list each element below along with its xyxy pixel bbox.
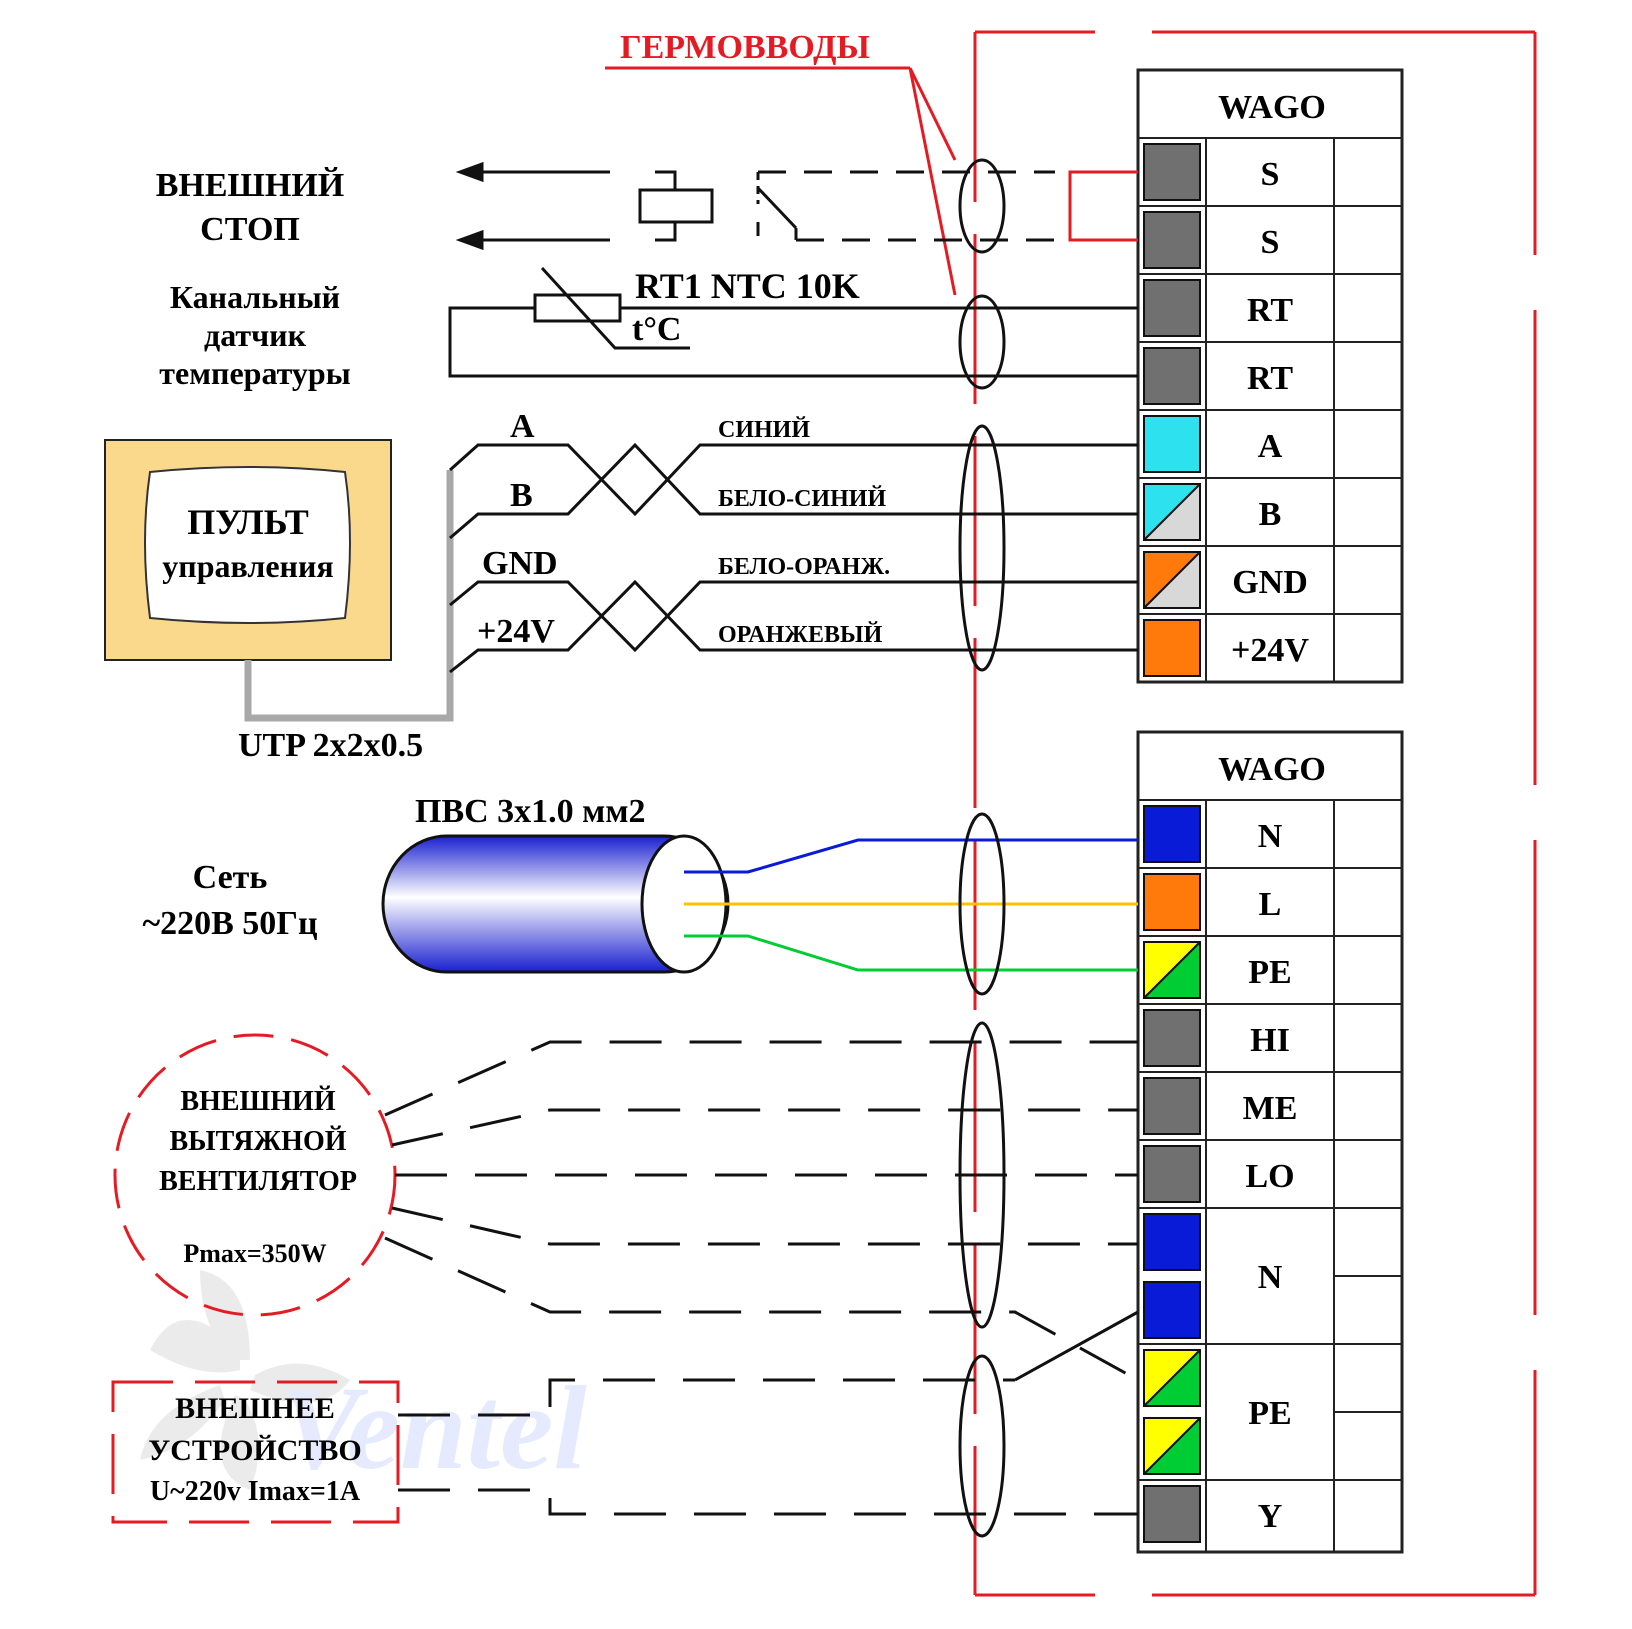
terminal-lo: [1143, 1145, 1201, 1203]
terminal-pe2b: [1143, 1417, 1201, 1475]
terminal-pe: [1143, 941, 1201, 999]
block2-label-n: N: [1258, 818, 1283, 855]
terminal-a: [1143, 415, 1201, 473]
wire-24-color: ОРАНЖЕВЫЙ: [718, 622, 883, 648]
block2-label-lo: LO: [1245, 1158, 1294, 1195]
terminal-s2: [1143, 211, 1201, 269]
block2-label-pe: PE: [1248, 954, 1291, 991]
terminal-n2a: [1143, 1213, 1201, 1271]
utp-cable: [244, 470, 454, 722]
block1-label-gnd: GND: [1232, 564, 1308, 601]
ext-stop-label-1: ВНЕШНИЙ: [156, 167, 344, 204]
sensor-model: RT1 NTC 10K: [635, 266, 860, 306]
block1-label-s1: S: [1261, 156, 1280, 193]
block1-label-24v: +24V: [1231, 632, 1309, 669]
temp-sensor-circuit: [448, 266, 1138, 378]
wire-a-color: СИНИЙ: [718, 417, 810, 443]
external-stop-circuit: [480, 170, 1138, 242]
fan-label-4: Pmax=350W: [183, 1239, 326, 1268]
panel-label-2: управления: [162, 548, 333, 584]
pvs-label: ПВС 3x1.0 мм2: [415, 793, 646, 830]
fan-label-1: ВНЕШНИЙ: [180, 1086, 335, 1117]
wago-block-2: WAGO N L PE HI ME LO: [1136, 730, 1404, 1554]
terminal-24v: [1143, 619, 1201, 677]
mains-label-2: ~220В 50Гц: [142, 905, 317, 942]
terminal-s1: [1143, 143, 1201, 201]
ventel-watermark: Ventel: [140, 1270, 587, 1494]
ext-stop-label-2: СТОП: [200, 211, 300, 248]
terminal-b: [1143, 483, 1201, 541]
terminal-n: [1143, 805, 1201, 863]
terminal-hi: [1143, 1009, 1201, 1067]
enclosure-outline: [973, 30, 1537, 1597]
wago-block-1: WAGO S S RT RT A B GND +24V: [1136, 68, 1404, 684]
mains-wires: [684, 838, 1138, 972]
mains-cable: [381, 834, 730, 974]
arrow-icon: [455, 161, 555, 251]
signal-a: A: [510, 408, 535, 445]
block2-header: WAGO: [1218, 751, 1326, 788]
device-label-2: УСТРОЙСТВО: [148, 1434, 362, 1467]
fan-label-2: ВЫТЯЖНОЙ: [169, 1126, 346, 1157]
block1-header: WAGO: [1218, 89, 1326, 126]
device-label-3: U~220v Imax=1A: [150, 1476, 361, 1507]
terminal-rt2: [1143, 347, 1201, 405]
wire-gnd-color: БЕЛО-ОРАНЖ.: [718, 554, 890, 580]
block1-label-rt1: RT: [1247, 292, 1293, 329]
panel-label-1: ПУЛЬТ: [187, 502, 309, 542]
signal-gnd: GND: [482, 545, 558, 582]
title-leaders: [605, 66, 957, 296]
device-wires: [398, 1378, 1138, 1516]
fan-label-3: ВЕНТИЛЯТОР: [159, 1166, 357, 1197]
fan-wires: [384, 1040, 1139, 1382]
block2-label-l: L: [1259, 886, 1282, 923]
mains-label-1: Сеть: [193, 859, 268, 896]
terminal-pe2a: [1143, 1349, 1201, 1407]
block2-label-n2: N: [1258, 1259, 1283, 1296]
temp-label-2: датчик: [204, 317, 307, 353]
signal-b: B: [510, 477, 533, 514]
block2-label-me: ME: [1243, 1090, 1298, 1127]
terminal-l: [1143, 873, 1201, 931]
cross-wires: [1014, 1310, 1139, 1382]
signal-24v: +24V: [477, 613, 555, 650]
terminal-gnd: [1143, 551, 1201, 609]
terminal-y: [1143, 1485, 1201, 1543]
control-bus-wires: [449, 442, 1138, 674]
sensor-unit: t°C: [632, 311, 681, 348]
terminal-n2b: [1143, 1281, 1201, 1339]
block1-label-b: B: [1259, 496, 1282, 533]
device-label-1: ВНЕШНЕЕ: [175, 1392, 335, 1425]
block1-label-a: A: [1258, 428, 1283, 465]
glands-title: ГЕРМОВВОДЫ: [620, 29, 870, 66]
wire-b-color: БЕЛО-СИНИЙ: [718, 486, 886, 512]
terminal-rt1: [1143, 279, 1201, 337]
block2-label-y: Y: [1258, 1498, 1283, 1535]
cable-glands: [958, 158, 1006, 1538]
temp-label-3: температуры: [159, 355, 350, 391]
utp-label: UTP 2x2x0.5: [238, 727, 423, 764]
temp-label-1: Канальный: [170, 279, 340, 315]
block2-label-pe2: PE: [1248, 1395, 1291, 1432]
block2-label-hi: HI: [1250, 1022, 1290, 1059]
block1-label-s2: S: [1261, 224, 1280, 261]
ext-device-box: [111, 1380, 400, 1524]
control-panel: [104, 439, 392, 661]
terminal-me: [1143, 1077, 1201, 1135]
block1-label-rt2: RT: [1247, 360, 1293, 397]
